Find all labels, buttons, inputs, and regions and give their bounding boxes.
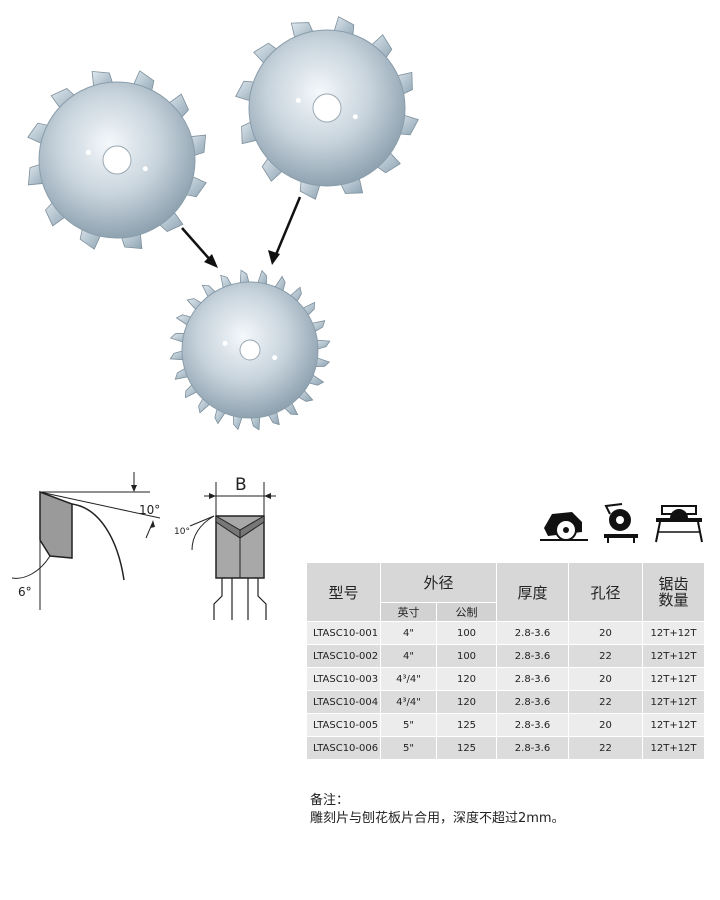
cell-inch: 4³/4" bbox=[380, 690, 437, 714]
gullet-curve bbox=[71, 503, 125, 581]
cell-metric: 100 bbox=[435, 644, 498, 668]
notes-title: 备注： bbox=[310, 793, 350, 808]
cell-teeth: 12T+12T bbox=[642, 667, 706, 691]
header-teeth-line2: 数量 bbox=[658, 591, 689, 609]
cell-bore: 20 bbox=[568, 621, 644, 645]
cell-model: LTASC10-004 bbox=[306, 690, 381, 714]
cell-inch: 4³/4" bbox=[380, 667, 437, 691]
top-arrowhead-icon bbox=[131, 485, 137, 492]
cell-thickness: 2.8-3.6 bbox=[496, 644, 570, 668]
header-teeth: 锯齿 数量 bbox=[642, 562, 706, 622]
clearance-angle-label: 10° bbox=[139, 503, 160, 517]
combined-blade-image bbox=[169, 269, 331, 431]
width-arrowhead-left-icon bbox=[209, 493, 216, 499]
arrow-left-to-combined bbox=[181, 227, 213, 263]
side-angle-arc bbox=[191, 515, 215, 551]
cell-model: LTASC10-006 bbox=[306, 736, 381, 760]
cell-metric: 125 bbox=[435, 736, 498, 760]
cell-teeth: 12T+12T bbox=[642, 736, 706, 760]
cell-metric: 120 bbox=[435, 667, 498, 691]
cell-bore: 22 bbox=[568, 736, 644, 760]
header-outer-diameter: 外径 bbox=[379, 562, 498, 603]
cell-thickness: 2.8-3.6 bbox=[496, 736, 570, 760]
cell-teeth: 12T+12T bbox=[642, 621, 706, 645]
cell-bore: 20 bbox=[568, 667, 644, 691]
cell-model: LTASC10-005 bbox=[306, 713, 381, 737]
cell-bore: 22 bbox=[568, 644, 644, 668]
header-teeth-line1: 锯齿 bbox=[658, 575, 689, 593]
notes-text: 雕刻片与刨花板片合用，深度不超过2mm。 bbox=[310, 811, 565, 826]
width-arrowhead-right-icon bbox=[264, 493, 271, 499]
scoring-blade-left-image bbox=[27, 70, 207, 250]
cell-teeth: 12T+12T bbox=[642, 690, 706, 714]
arrowhead-left-icon bbox=[204, 254, 218, 268]
arrowhead-right-icon bbox=[268, 250, 280, 265]
notes: 备注： 雕刻片与刨花板片合用，深度不超过2mm。 bbox=[310, 792, 710, 828]
cell-inch: 5" bbox=[380, 713, 437, 737]
side-angle-label: 10° bbox=[174, 527, 190, 537]
blade-body-outline bbox=[213, 578, 267, 620]
hook-angle-label: 6° bbox=[18, 585, 32, 599]
cell-thickness: 2.8-3.6 bbox=[496, 667, 570, 691]
tooth-profile-shape bbox=[39, 490, 73, 559]
header-outer-inch: 英寸 bbox=[380, 602, 437, 622]
cell-model: LTASC10-003 bbox=[306, 667, 381, 691]
cell-inch: 4" bbox=[380, 621, 437, 645]
cell-thickness: 2.8-3.6 bbox=[496, 713, 570, 737]
hook-angle-arc bbox=[11, 555, 51, 579]
header-outer-metric: 公制 bbox=[435, 602, 498, 622]
clearance-line bbox=[39, 491, 161, 519]
cell-inch: 5" bbox=[380, 736, 437, 760]
saw-blade-images bbox=[27, 16, 419, 431]
circular-saw-icon bbox=[540, 512, 588, 541]
cell-bore: 20 bbox=[568, 713, 644, 737]
cell-model: LTASC10-001 bbox=[306, 621, 381, 645]
table-saw-icon bbox=[655, 505, 703, 543]
cell-thickness: 2.8-3.6 bbox=[496, 690, 570, 714]
miter-saw-icon bbox=[604, 503, 638, 543]
cell-teeth: 12T+12T bbox=[642, 713, 706, 737]
cell-inch: 4" bbox=[380, 644, 437, 668]
header-model: 型号 bbox=[306, 562, 381, 622]
cell-metric: 125 bbox=[435, 713, 498, 737]
tooth-geometry-diagram: 10° 6° B 10° bbox=[11, 472, 276, 620]
width-label: B bbox=[235, 475, 247, 495]
cell-thickness: 2.8-3.6 bbox=[496, 621, 570, 645]
cell-metric: 120 bbox=[435, 690, 498, 714]
cell-teeth: 12T+12T bbox=[642, 644, 706, 668]
side-angle-line bbox=[189, 515, 215, 527]
cell-metric: 100 bbox=[435, 621, 498, 645]
cell-model: LTASC10-002 bbox=[306, 644, 381, 668]
header-bore: 孔径 bbox=[568, 562, 644, 622]
arrow-right-to-combined bbox=[273, 196, 302, 258]
cell-bore: 22 bbox=[568, 690, 644, 714]
machine-icons bbox=[540, 503, 703, 543]
header-thickness: 厚度 bbox=[496, 562, 570, 622]
side-arrowhead-icon bbox=[150, 520, 155, 528]
scoring-blade-right-image bbox=[235, 16, 419, 200]
